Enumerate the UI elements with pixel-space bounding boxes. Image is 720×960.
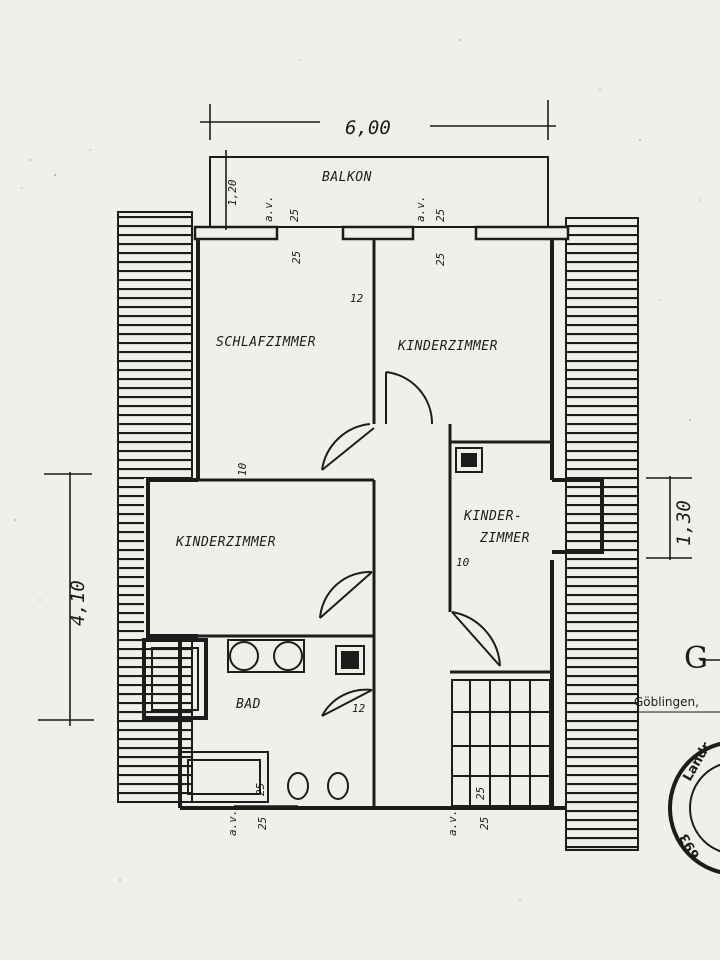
annot-25-5: 25 <box>254 783 267 796</box>
room-label-bedroom: SCHLAFZIMMER <box>216 335 316 350</box>
dimension-left-height: 4,10 <box>67 580 89 626</box>
dimension-balcony-depth: 1,20 <box>226 179 239 206</box>
annot-12-2: 12 <box>352 702 366 715</box>
stamp-text-top: Landr <box>680 740 714 784</box>
room-label-child-top-right: KINDERZIMMER <box>397 339 498 354</box>
annot-25-3: 25 <box>434 209 447 222</box>
room-label-balcony: BALKON <box>322 170 372 185</box>
bathtub <box>179 751 269 803</box>
sink-right <box>273 641 303 671</box>
room-label-child-left: KINDERZIMMER <box>175 535 276 550</box>
annot-av-3: a.v. <box>226 810 239 837</box>
official-stamp: Landr 693 <box>668 740 720 875</box>
annot-av-2: a.v. <box>414 196 427 223</box>
annot-25-7: 25 <box>256 817 269 830</box>
paper-noise <box>14 39 701 901</box>
chimney-icons <box>335 447 483 675</box>
annot-av-1: a.v. <box>262 196 275 223</box>
room-label-child-right-2: ZIMMER <box>479 531 530 546</box>
toilet <box>287 772 309 800</box>
shower-tray <box>142 638 208 720</box>
dimension-right-bay: 1,30 <box>673 500 695 546</box>
annot-25-8: 25 <box>478 817 491 830</box>
annot-av-4: a.v. <box>446 810 459 837</box>
annot-10-2: 10 <box>456 556 470 569</box>
annot-25-4: 25 <box>434 253 447 266</box>
annot-25-6: 25 <box>474 787 487 800</box>
dimension-lines <box>38 100 692 809</box>
top-wall-segments <box>193 225 570 241</box>
sink-left <box>229 641 259 671</box>
balcony-outline <box>209 156 549 228</box>
margin-letter-g: G <box>684 641 708 676</box>
dormer-left-cover <box>144 478 196 638</box>
bidet <box>327 772 349 800</box>
margin-place-text: Göblingen, <box>634 695 699 709</box>
room-label-child-right-1: KINDER- <box>463 509 522 524</box>
annot-12-1: 12 <box>350 292 364 305</box>
door-swings <box>319 371 501 717</box>
annot-10-1: 10 <box>236 462 249 476</box>
room-label-bathroom: BAD <box>236 697 261 712</box>
annot-25-2: 25 <box>290 251 303 264</box>
bathroom-fixtures <box>142 638 349 803</box>
interior-walls <box>148 239 552 808</box>
dimension-width-top: 6,00 <box>345 117 391 139</box>
annot-25-1: 25 <box>288 209 301 222</box>
staircase <box>451 679 551 807</box>
